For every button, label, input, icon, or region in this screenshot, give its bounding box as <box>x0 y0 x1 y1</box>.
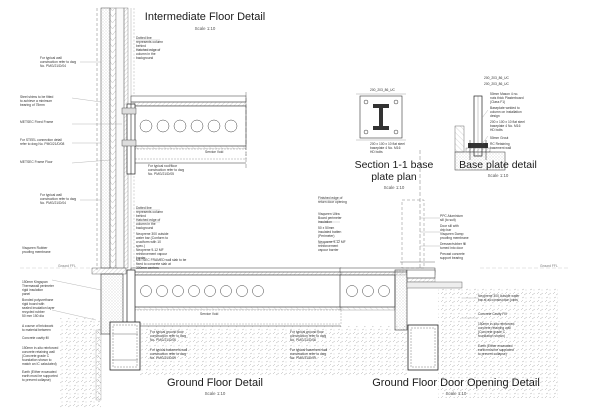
note-c2: Visqueen Ultra Board perimeter insulatio… <box>318 212 342 225</box>
base-plate-plan-drawing <box>356 93 406 141</box>
note-b15: For typical ground floor construction re… <box>150 330 187 343</box>
title-ground-floor: Ground Floor Detail <box>167 377 263 389</box>
note-a9: For typical roof/floor construction refe… <box>148 164 185 177</box>
title-section-1-1-line2: plate plan <box>371 171 417 183</box>
door-opening-slab <box>339 150 558 398</box>
base-plate-detail-drawing <box>454 95 506 171</box>
note-b14: Service Void <box>200 312 219 316</box>
note-b8: 150mm Kingspan Thermawall perimeter rigi… <box>22 280 54 297</box>
scale-section: Scale 1:10 <box>383 185 405 190</box>
note-b1: For typical wall construction refer to d… <box>40 193 77 206</box>
note-b11: Concrete cavity fill <box>22 336 49 340</box>
note-b2: Dotted line represents column behind <box>136 206 164 219</box>
note-c1: Finished edge of return door opening <box>318 196 347 205</box>
note-e1: Neoprene 300 outside water bar at all co… <box>478 294 520 303</box>
level-ground-ffl-right: Ground FFL <box>540 264 558 268</box>
note-b9: Bonded polyurethane rigid board with sea… <box>22 298 55 319</box>
note-e4: Earth (Either excavated earth must be su… <box>478 344 514 357</box>
note-f3: 50mm Mason 4 no. nuts thick Plasterboard… <box>490 92 524 105</box>
note-a3: Hatched edge of column in the background <box>136 48 161 61</box>
base-plate-profile-label: 200_203_86_UC <box>484 76 509 80</box>
note-f4: Baseplate welded to column on installati… <box>490 106 522 119</box>
note-c5: For typical ground floor construction re… <box>290 330 327 343</box>
scale-ground-floor: Scale 1:10 <box>204 391 226 396</box>
note-b10: A course of brickwork to material betwee… <box>22 324 54 333</box>
note-d4: Dresser/rubber fill turned into door <box>440 242 467 251</box>
note-b7: Visqueen Rubber proofing membrane <box>22 246 51 255</box>
leader-lines <box>51 39 489 321</box>
note-b4: Neoprene 300 outside water bar (Conform … <box>136 232 169 249</box>
title-base-plate-detail: Base plate detail <box>459 159 537 171</box>
note-c3: 50 x 50mm insulated batten (Perimeter) <box>318 226 342 239</box>
section-profile-label: 200_203_86_UC <box>370 88 395 92</box>
ground-floor-slab <box>126 267 342 327</box>
title-ground-floor-door: Ground Floor Door Opening Detail <box>372 377 540 389</box>
note-e2: Concrete Cavity Fill <box>478 312 507 316</box>
note-b3: Hatched edge of column in the background <box>136 218 161 231</box>
intermediate-floor-slab <box>121 92 247 175</box>
note-b5: Neoprene 9-12 MF reinforcement vapour ba… <box>136 248 168 261</box>
note-a6: For STEEL connection detail refer to dwg… <box>20 138 65 147</box>
note-b12: 150mm in-situ reinforced concrete retain… <box>22 346 59 367</box>
note-c4: Neoprene 9-12 MF reinforcement vapour ba… <box>318 240 346 253</box>
note-d1: PPC Aluminium sill (to suit) <box>440 214 463 223</box>
note-f6: 50mm Grout <box>490 136 509 140</box>
note-b16: For typical basement wall construction r… <box>150 348 188 361</box>
scale-base-plate: Scale 1:10 <box>487 173 509 178</box>
note-b13: Earth (Either excavated earth must be su… <box>22 370 58 383</box>
retaining-wall-left <box>60 267 340 408</box>
note-d3: Visqueen Damp proofing membrane <box>440 232 469 241</box>
note-a8: Service Void <box>205 150 224 154</box>
scale-intermediate: Scale 1:10 <box>194 26 216 31</box>
scale-ground-floor-door: Scale 1:10 <box>445 391 467 396</box>
level-ground-ffl-left: Ground FFL <box>58 264 76 268</box>
note-c6: For typical basement wall construction r… <box>290 348 328 361</box>
note-f2: 200_203_86_UC <box>484 82 509 86</box>
note-f1: 200 x 100 x 10 flat steel baseplate 4 No… <box>370 142 405 155</box>
note-a5: METSEC Fixed Frame <box>20 120 54 124</box>
note-e3: 150mm in-situ reinforced concrete retain… <box>478 322 515 339</box>
note-d5: Precast concrete support bearing <box>440 252 465 261</box>
note-a7: METSEC Frame Floor <box>20 160 53 164</box>
note-a2: Dotted line represents column behind <box>136 36 164 49</box>
note-d2: Door sill with drip bar <box>440 224 459 233</box>
note-f7: RC Retaining basement wall <box>490 142 512 151</box>
note-a1: For typical wall construction refer to d… <box>40 56 77 69</box>
note-a4: Steel shims to be fitted to achieve a mi… <box>20 95 54 108</box>
note-b6: METSEC FRAMED wall slab to be fixed to c… <box>136 258 187 271</box>
title-section-1-1-line1: Section 1-1 base <box>354 159 434 171</box>
title-intermediate-floor: Intermediate Floor Detail <box>144 11 266 23</box>
note-f5: 200 x 100 x 10 flat steel baseplate 4 No… <box>490 120 525 133</box>
